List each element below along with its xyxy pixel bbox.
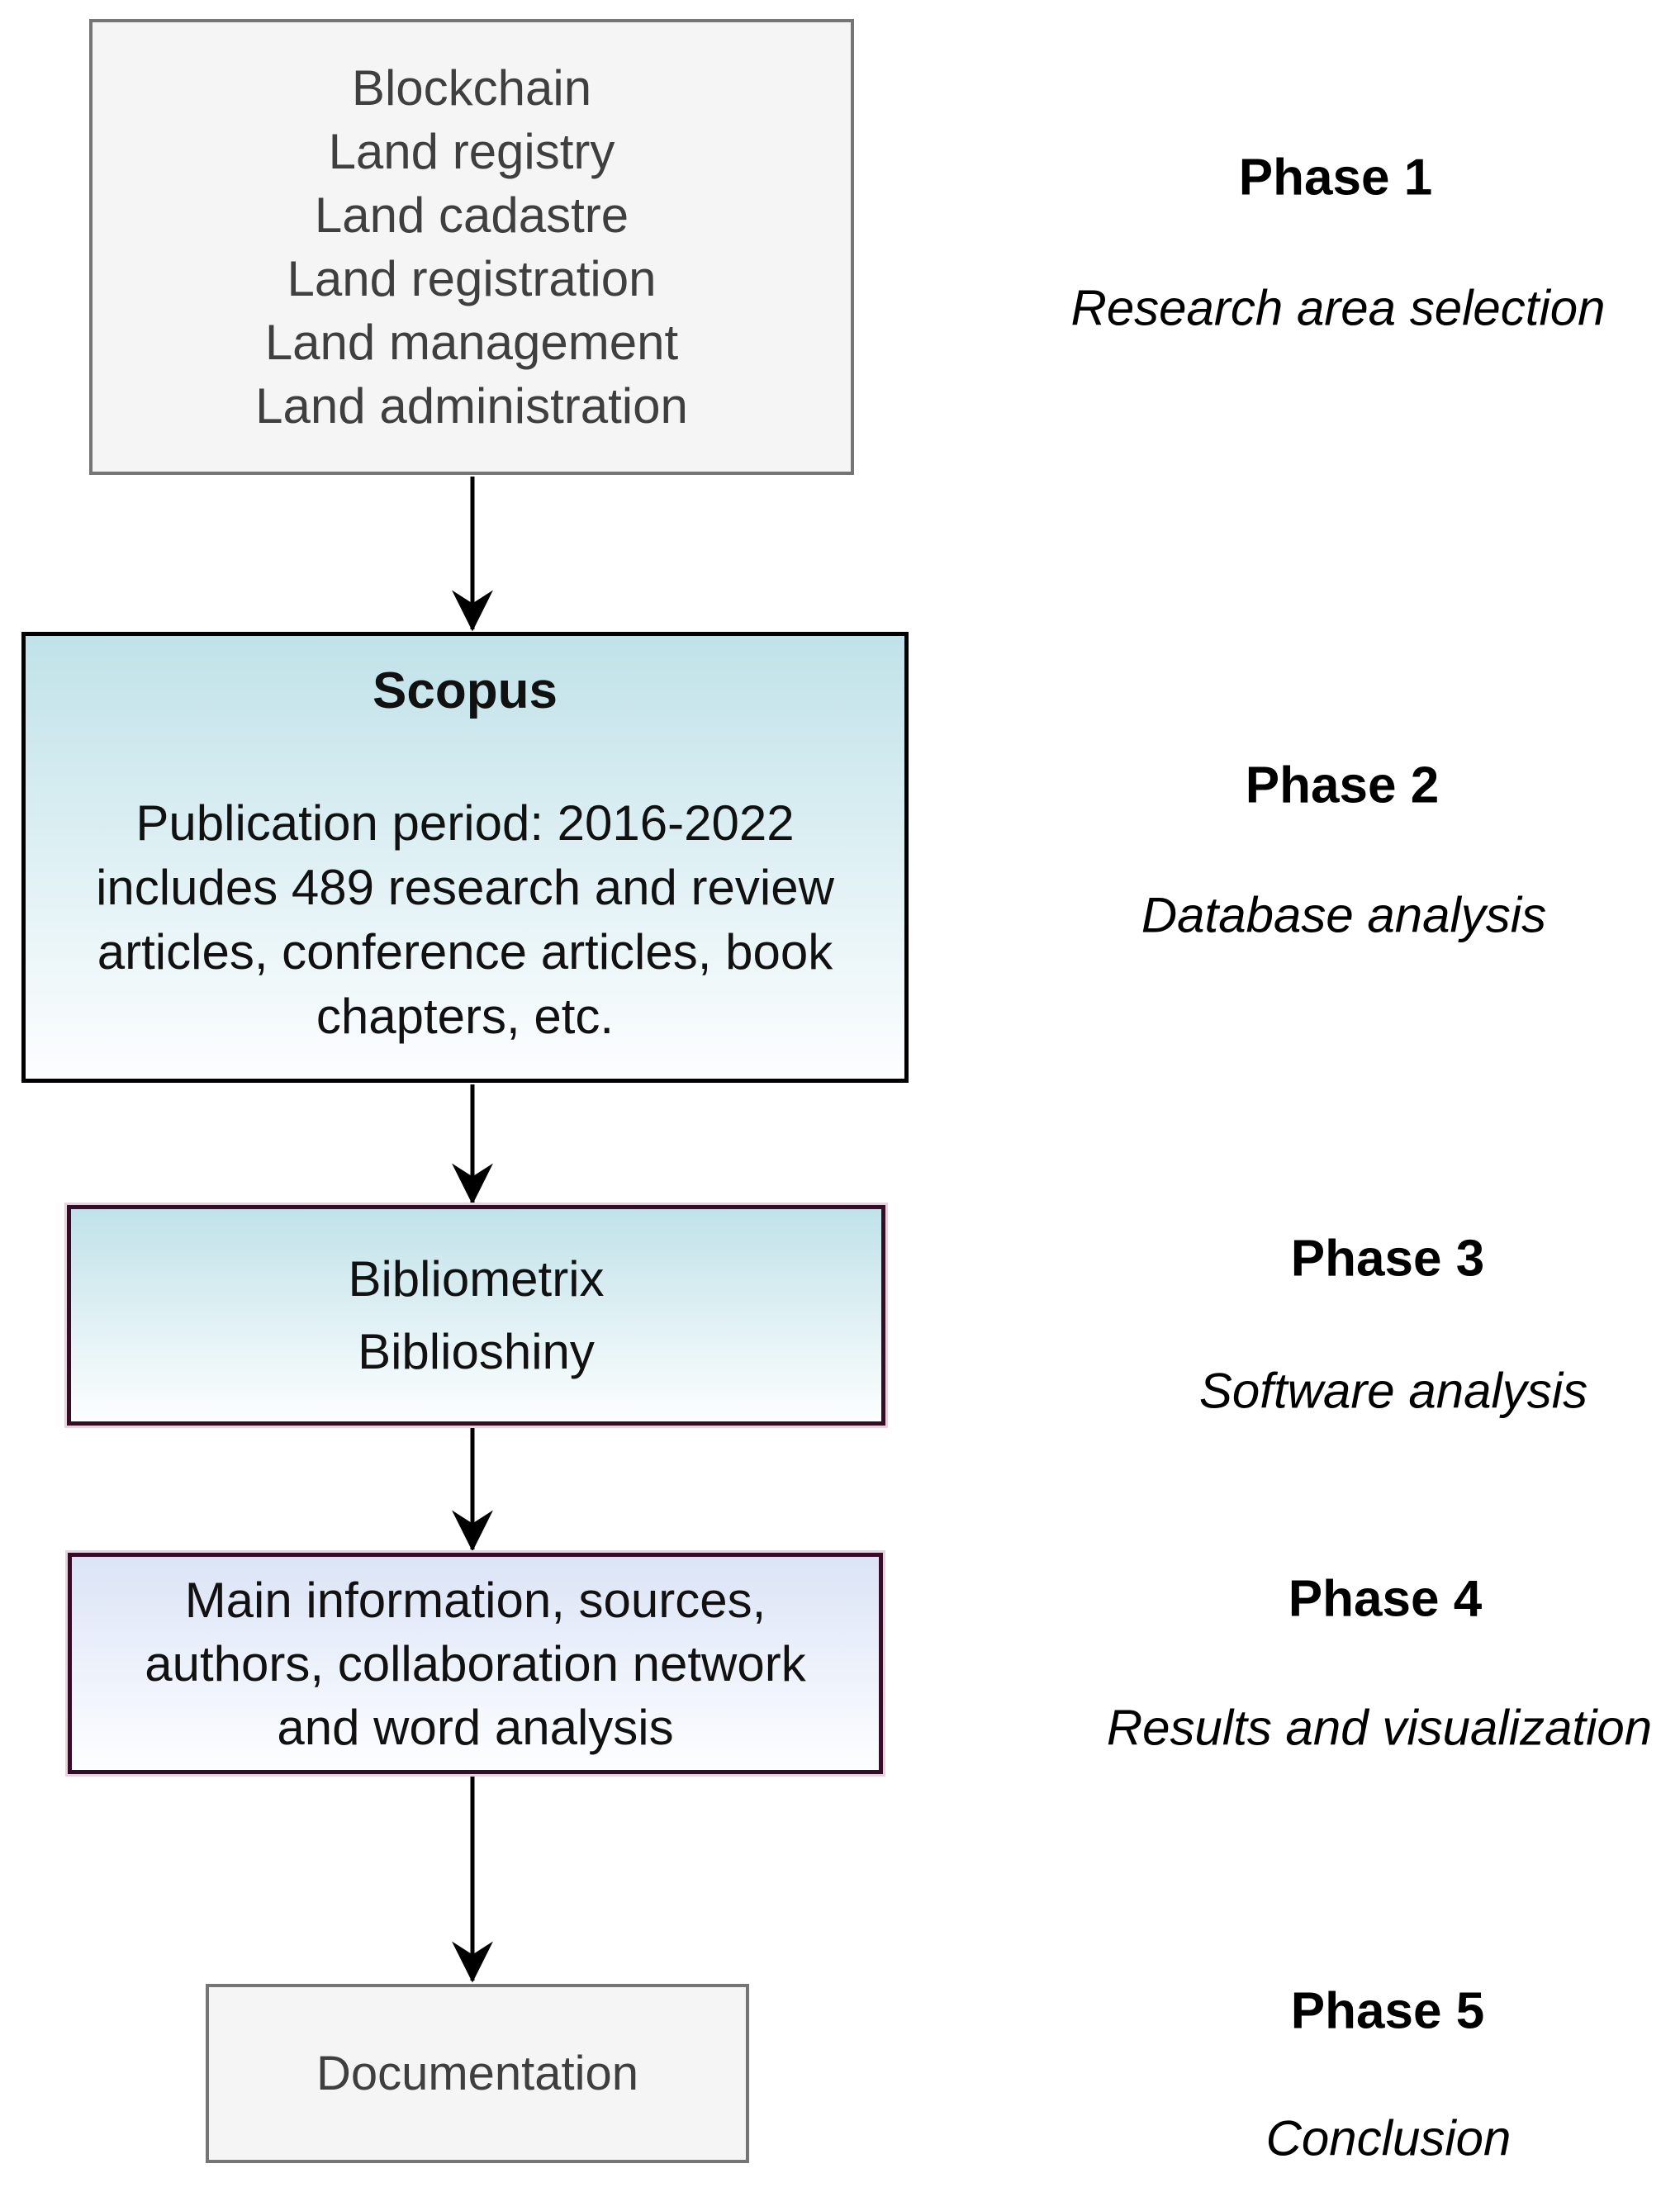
phase-5-subtitle: Conclusion — [1265, 2110, 1512, 2166]
keyword-line: Land registry — [328, 124, 615, 179]
scopus-line: Publication period: 2016-2022 — [135, 795, 795, 851]
results-line: Main information, sources, — [184, 1572, 766, 1628]
software-line: Bibliometrix — [348, 1250, 605, 1307]
phase-2-subtitle: Database analysis — [1141, 887, 1547, 943]
box-scopus-database: Scopus Publication period: 2016-2022 inc… — [21, 632, 909, 1083]
phase-4-title: Phase 4 — [1288, 1570, 1483, 1628]
phase-2-title: Phase 2 — [1245, 757, 1440, 814]
scopus-line: includes 489 research and review — [96, 860, 834, 915]
software-line: Biblioshiny — [358, 1323, 595, 1379]
box-analysis-software: Bibliometrix Biblioshiny — [67, 1205, 885, 1426]
phase-3-subtitle: Software analysis — [1198, 1363, 1588, 1419]
phase-1-title: Phase 1 — [1238, 149, 1433, 206]
documentation-line: Documentation — [316, 2046, 639, 2100]
keyword-line: Land management — [264, 315, 679, 370]
phase-1-subtitle: Research area selection — [1070, 280, 1606, 336]
phase-4-subtitle: Results and visualization — [1106, 1700, 1653, 1756]
results-line: authors, collaboration network — [145, 1635, 806, 1691]
scopus-line: chapters, etc. — [316, 989, 615, 1044]
scopus-title: Scopus — [373, 662, 558, 719]
phase-3-title: Phase 3 — [1290, 1230, 1485, 1288]
phase-5-title: Phase 5 — [1290, 1982, 1485, 2040]
box-documentation: Documentation — [206, 1984, 749, 2163]
keyword-line: Land administration — [255, 378, 688, 434]
scopus-description: Publication period: 2016-2022 includes 4… — [96, 791, 834, 1049]
box-results-content: Main information, sources, authors, coll… — [68, 1553, 883, 1774]
keyword-line: Land cadastre — [314, 187, 629, 243]
box-research-keywords: Blockchain Land registry Land cadastre L… — [89, 19, 854, 475]
results-line: and word analysis — [277, 1699, 674, 1755]
scopus-line: articles, conference articles, book — [97, 924, 833, 980]
keyword-line: Land registration — [287, 251, 657, 306]
keyword-line: Blockchain — [351, 60, 592, 116]
